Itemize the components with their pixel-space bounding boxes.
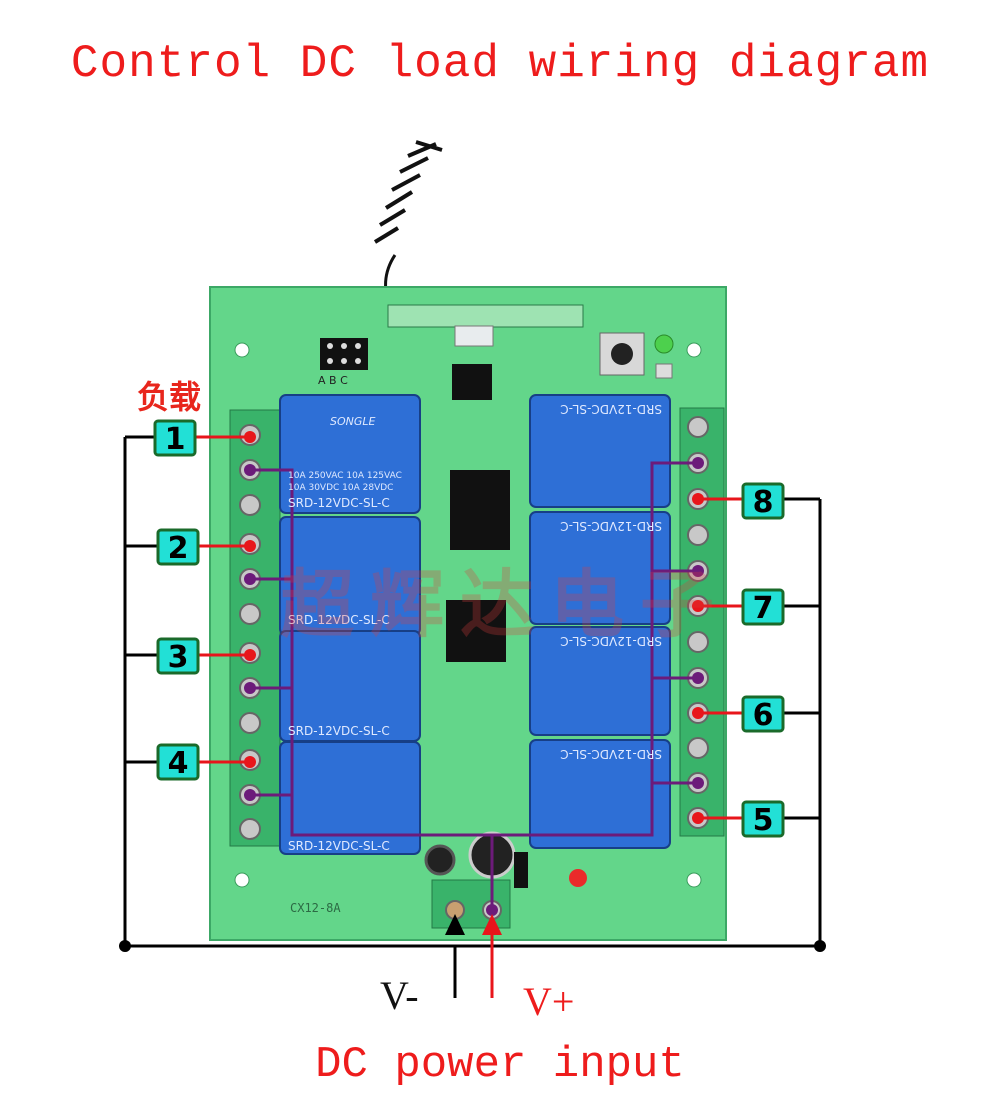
watermark: 超辉达电子: [280, 562, 730, 648]
relay-model-4: SRD-12VDC-SL-C: [288, 839, 390, 853]
load-return-black: [123, 435, 822, 998]
power-input-label: DC power input: [315, 1040, 685, 1090]
channel-label-6: 6: [753, 698, 774, 733]
relay-brand: SONGLE: [330, 415, 376, 428]
ic-driver: [446, 600, 506, 662]
terminal-block-left: [229, 409, 281, 847]
load-wires-red: [195, 435, 745, 820]
relay-model: SRD-12VDC-SL-C: [288, 496, 390, 510]
channel-label-4: 4: [168, 746, 189, 781]
relay-model-3: SRD-12VDC-SL-C: [288, 724, 390, 738]
terminal-block-right: [679, 407, 725, 837]
channel-label-8: 8: [753, 485, 774, 520]
relay-model-2: SRD-12VDC-SL-C: [288, 613, 390, 627]
relays-right: [529, 394, 671, 849]
v-minus-label: V-: [380, 973, 419, 1018]
v-plus-arrow: [482, 914, 502, 998]
v-minus-arrow: [445, 914, 465, 935]
pin-header: [320, 338, 368, 370]
board-model: CX12-8A: [290, 901, 341, 915]
ic-decoder: [450, 470, 510, 550]
channel-label-3: 3: [168, 640, 189, 675]
relay-rating-b: 10A 30VDC 10A 28VDC: [288, 483, 393, 493]
relay-model-r3: SRD-12VDC-SL-C: [560, 634, 662, 648]
header-labels: A B C: [318, 374, 348, 387]
diagram-title: Control DC load wiring diagram: [70, 38, 930, 90]
relay-rating-a: 10A 250VAC 10A 125VAC: [288, 471, 402, 481]
channel-label-7: 7: [753, 591, 774, 626]
channel-label-2: 2: [168, 531, 189, 566]
common-wire-dots: [244, 457, 704, 916]
channel-label-1: 1: [165, 422, 186, 457]
v-plus-label: V+: [523, 979, 575, 1024]
load-wire-dots: [244, 431, 704, 824]
channel-badges-left: [153, 419, 200, 781]
relay-model-r1: SRD-12VDC-SL-C: [560, 402, 662, 416]
common-wire-purple: [250, 461, 698, 910]
capacitor-small: [424, 844, 456, 876]
relay-model-r2: SRD-12VDC-SL-C: [560, 519, 662, 533]
relay-model-r4: SRD-12VDC-SL-C: [560, 747, 662, 761]
ic-small: [452, 364, 492, 400]
relays-left: [279, 394, 421, 855]
rf-module: [387, 304, 584, 328]
channel-badges-right: [741, 482, 785, 838]
load-label: 负载: [137, 378, 202, 416]
channel-label-5: 5: [753, 803, 774, 838]
